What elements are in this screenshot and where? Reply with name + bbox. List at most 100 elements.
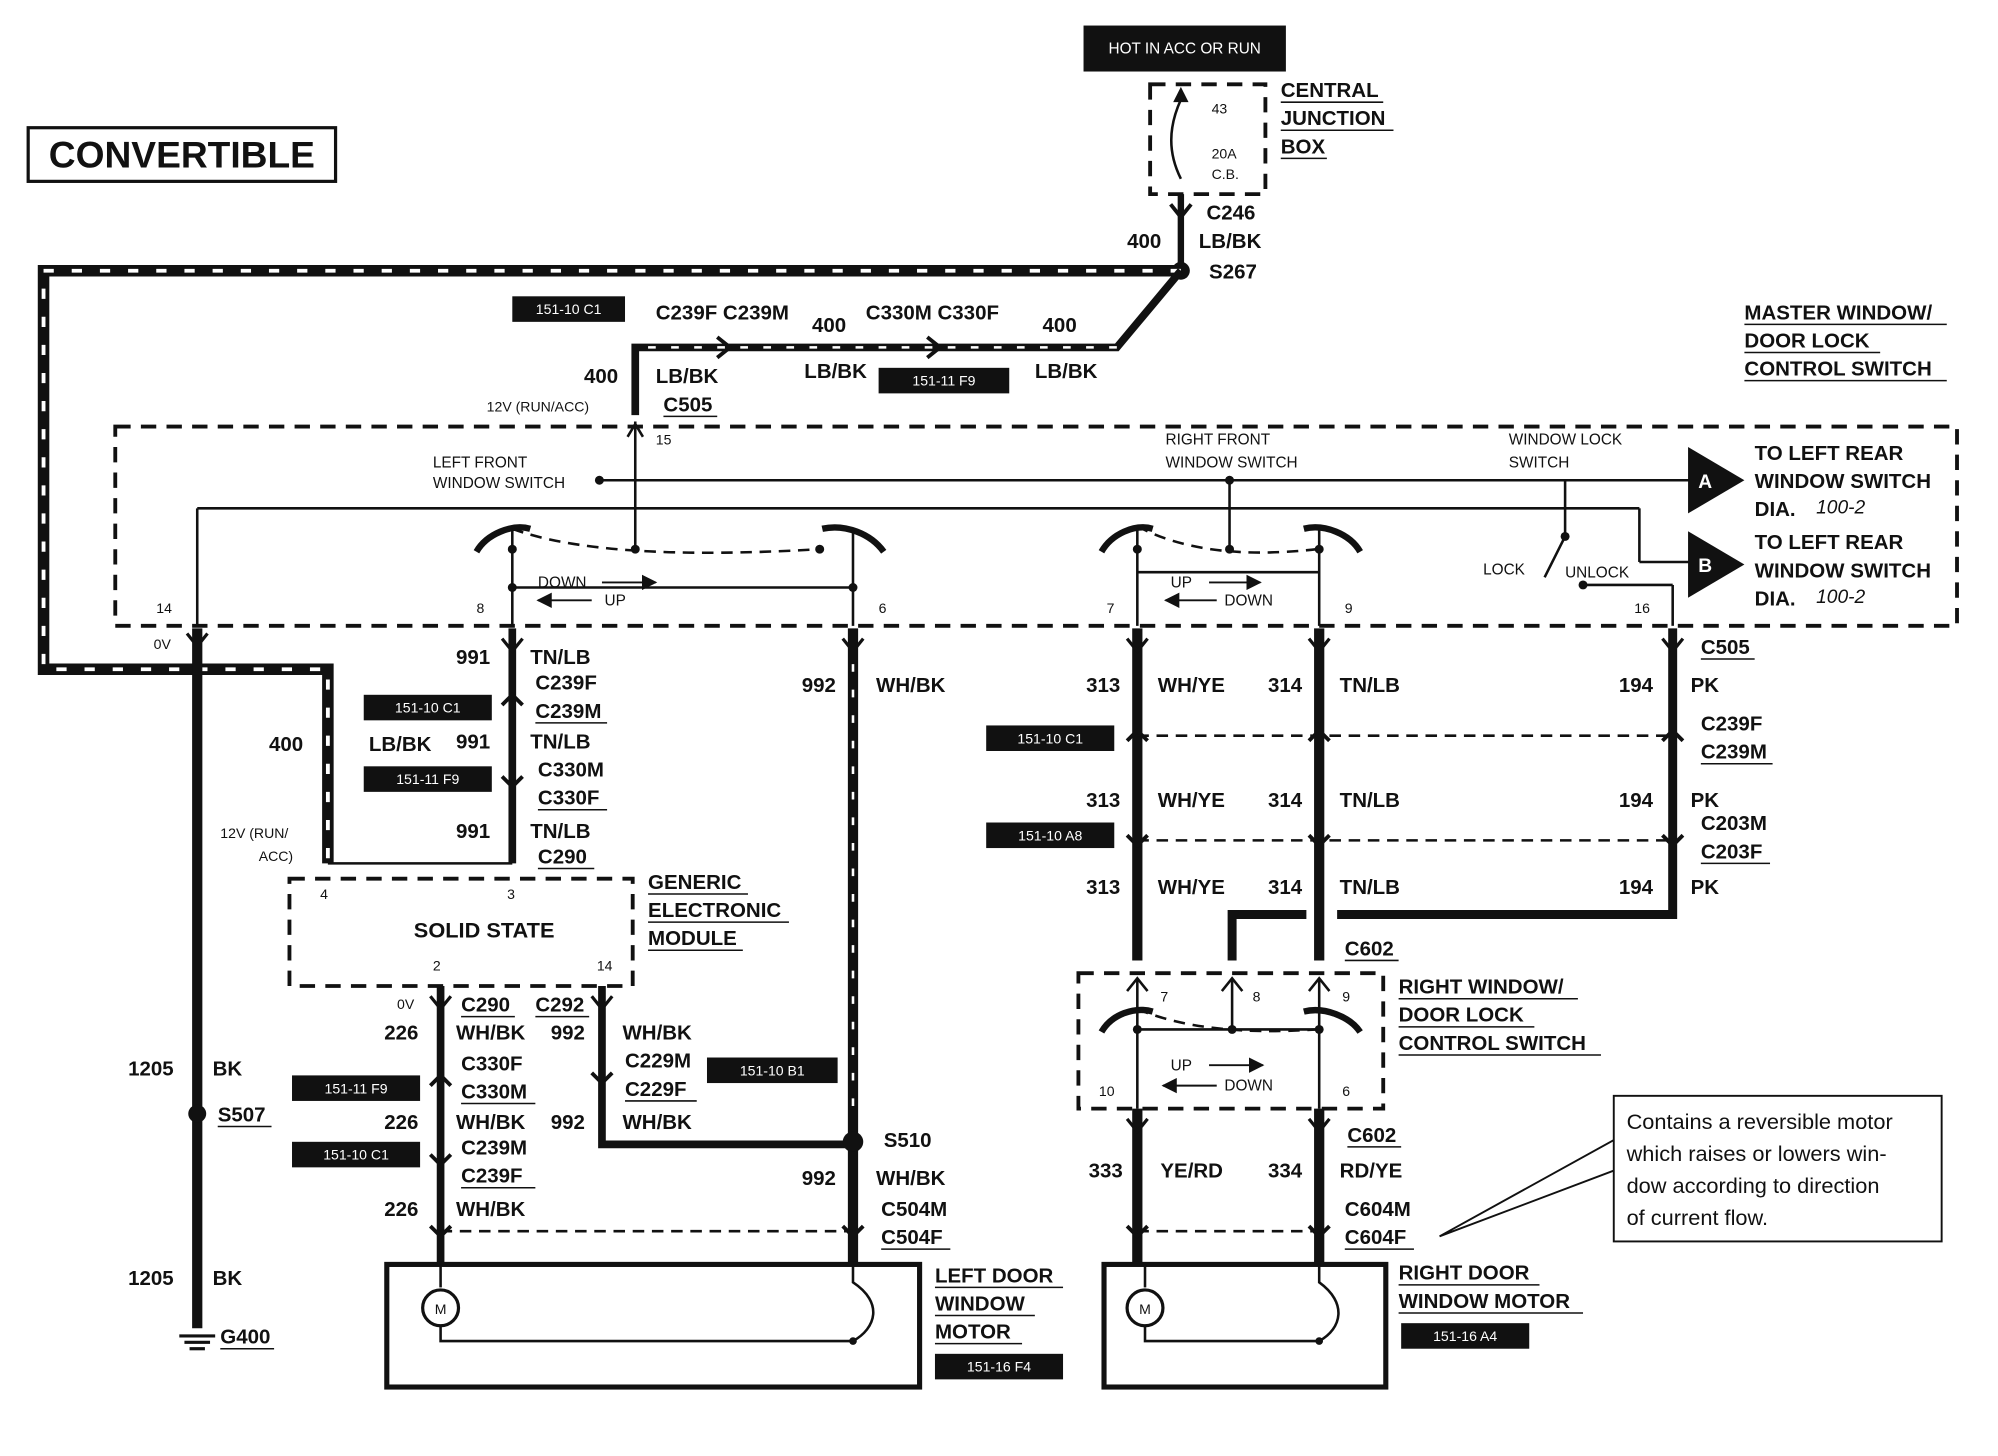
left-motor-name-3: MOTOR <box>935 1321 1011 1344</box>
lbbk-top-1: LB/BK <box>656 365 719 388</box>
to-b-4: 100-2 <box>1816 587 1865 608</box>
arrow-b-label: B <box>1698 556 1712 577</box>
ref-151-16-a4: 151-16 A4 <box>1433 1328 1497 1344</box>
w313-b: WH/YE <box>1158 789 1225 812</box>
w334: RD/YE <box>1340 1160 1403 1183</box>
central-junction-box: 43 20A C.B. CENTRAL JUNCTION BOX <box>1148 79 1394 197</box>
c400-top-a: 400 <box>812 314 846 337</box>
rf-down: DOWN <box>1224 592 1273 609</box>
rs-up: UP <box>1171 1057 1192 1074</box>
cjb-name-1: CENTRAL <box>1281 79 1379 102</box>
ref-151-10-c1-top: 151-10 C1 <box>536 301 602 317</box>
gem-pin-3: 3 <box>507 886 515 902</box>
right-circuits: 313 WH/YE 314 TN/LB 194 PK C505 151-10 C… <box>986 628 1773 962</box>
c229m-gem: C229M <box>625 1050 691 1073</box>
w194-c: PK <box>1691 876 1720 899</box>
ground-column: 1205 BK S507 1205 BK G400 <box>128 628 275 1351</box>
gem-ov: 0V <box>397 996 415 1012</box>
long-feed-wire <box>37 265 1181 864</box>
c313-a: 313 <box>1086 674 1120 697</box>
c1205-b: 1205 <box>128 1267 174 1290</box>
c239f-gem: C239F <box>461 1165 522 1188</box>
cjb-fuse-rating: 20A <box>1212 145 1238 161</box>
w314-a: TN/LB <box>1340 674 1400 697</box>
rf-up: UP <box>1171 575 1192 592</box>
c330m-left: C330M <box>538 759 604 782</box>
c226-a: 226 <box>384 1022 418 1045</box>
cjb-fuse-pin: 43 <box>1212 101 1228 117</box>
c194-c: 194 <box>1619 876 1654 899</box>
note-line-4: of current flow. <box>1627 1205 1769 1230</box>
c314-b: 314 <box>1268 789 1303 812</box>
rs-pin-6: 6 <box>1342 1083 1350 1099</box>
master-name-1: MASTER WINDOW/ <box>1744 301 1932 324</box>
cjb-name-2: JUNCTION <box>1281 107 1386 130</box>
title-box: CONVERTIBLE <box>26 126 338 183</box>
c504m-label: C504M <box>881 1198 947 1221</box>
wl-switch-label-1: WINDOW LOCK <box>1509 431 1623 448</box>
to-b-3: DIA. <box>1755 587 1796 610</box>
c330f-left: C330F <box>538 787 599 810</box>
c290-left: C290 <box>538 845 587 868</box>
arrow-a-label: A <box>1698 472 1712 493</box>
w226-a: WH/BK <box>456 1022 526 1045</box>
c334: 334 <box>1268 1160 1303 1183</box>
g400-label: G400 <box>220 1326 270 1349</box>
to-a-1: TO LEFT REAR <box>1755 442 1904 465</box>
w313-a: WH/YE <box>1158 674 1225 697</box>
c400-left: 400 <box>269 733 303 756</box>
s510-label: S510 <box>884 1129 932 1152</box>
w333: YE/RD <box>1160 1160 1223 1183</box>
c226-c: 226 <box>384 1198 418 1221</box>
master-ov: 0V <box>154 636 172 652</box>
lock-label: LOCK <box>1483 562 1526 579</box>
c400-top-c: 400 <box>584 365 618 388</box>
right-motor-feed: C602 333 YE/RD 334 RD/YE C604M C604F <box>1089 1108 1414 1265</box>
right-door-window-motor: M RIGHT DOOR WINDOW MOTOR 151-16 A4 <box>1101 1262 1584 1390</box>
note-line-1: Contains a reversible motor <box>1627 1109 1893 1134</box>
rs-pin-8: 8 <box>1253 988 1261 1004</box>
c505-top: C505 <box>663 393 712 416</box>
w991-c: TN/LB <box>530 820 590 843</box>
gem-pin-2: 2 <box>433 958 441 974</box>
title: CONVERTIBLE <box>49 133 315 175</box>
c239m-left: C239M <box>535 700 601 723</box>
w991-b: TN/LB <box>530 730 590 753</box>
w194-a: PK <box>1691 674 1720 697</box>
ref-151-11-f9-gem: 151-11 F9 <box>325 1080 388 1096</box>
right-motor-name-2: WINDOW MOTOR <box>1399 1290 1571 1313</box>
w991-a: TN/LB <box>530 646 590 669</box>
c602-b: C602 <box>1347 1124 1396 1147</box>
lbbk-top-3: LB/BK <box>1035 360 1098 383</box>
c239-top: C239F C239M <box>656 301 789 324</box>
ref-151-11-f9-top: 151-11 F9 <box>912 373 975 389</box>
c314-a: 314 <box>1268 674 1303 697</box>
master-switch-box: MASTER WINDOW/ DOOR LOCK CONTROL SWITCH … <box>113 301 1959 652</box>
to-a-2: WINDOW SWITCH <box>1755 470 1931 493</box>
cjb-fuse-type: C.B. <box>1212 166 1239 182</box>
ref-151-10-c1-gem: 151-10 C1 <box>323 1147 389 1163</box>
rs-name-1: RIGHT WINDOW/ <box>1399 976 1564 999</box>
circuit-991-column: 991 TN/LB C239F C239M 151-10 C1 400 LB/B… <box>220 628 608 870</box>
right-window-switch: 7 8 9 10 6 UP DOWN RIGHT WINDOW/ DOOR LO… <box>1076 971 1601 1111</box>
ref-151-11-f9-left: 151-11 F9 <box>396 771 459 787</box>
to-b-1: TO LEFT REAR <box>1755 531 1904 554</box>
c992-gem-a: 992 <box>551 1022 585 1045</box>
run-acc-left-2: ACC) <box>259 848 293 864</box>
lbbk-top-2: LB/BK <box>804 360 867 383</box>
ref-151-10-c1-left: 151-10 C1 <box>395 700 461 716</box>
gem-pin-14: 14 <box>597 958 613 974</box>
w992-gem-a: WH/BK <box>622 1022 692 1045</box>
rs-name-3: CONTROL SWITCH <box>1399 1032 1586 1055</box>
c194-a: 194 <box>1619 674 1654 697</box>
rs-pin-10: 10 <box>1099 1083 1115 1099</box>
w992-mid-b: WH/BK <box>876 1167 946 1190</box>
run-acc-left-1: 12V (RUN/ <box>220 825 288 841</box>
c604m-label: C604M <box>1345 1198 1411 1221</box>
w313-c: WH/YE <box>1158 876 1225 899</box>
bk-b: BK <box>213 1267 243 1290</box>
generic-electronic-module: SOLID STATE 4 3 2 14 GENERIC ELECTRONIC … <box>287 871 789 988</box>
w226-b: WH/BK <box>456 1111 526 1134</box>
c239m-right: C239M <box>1701 741 1767 764</box>
